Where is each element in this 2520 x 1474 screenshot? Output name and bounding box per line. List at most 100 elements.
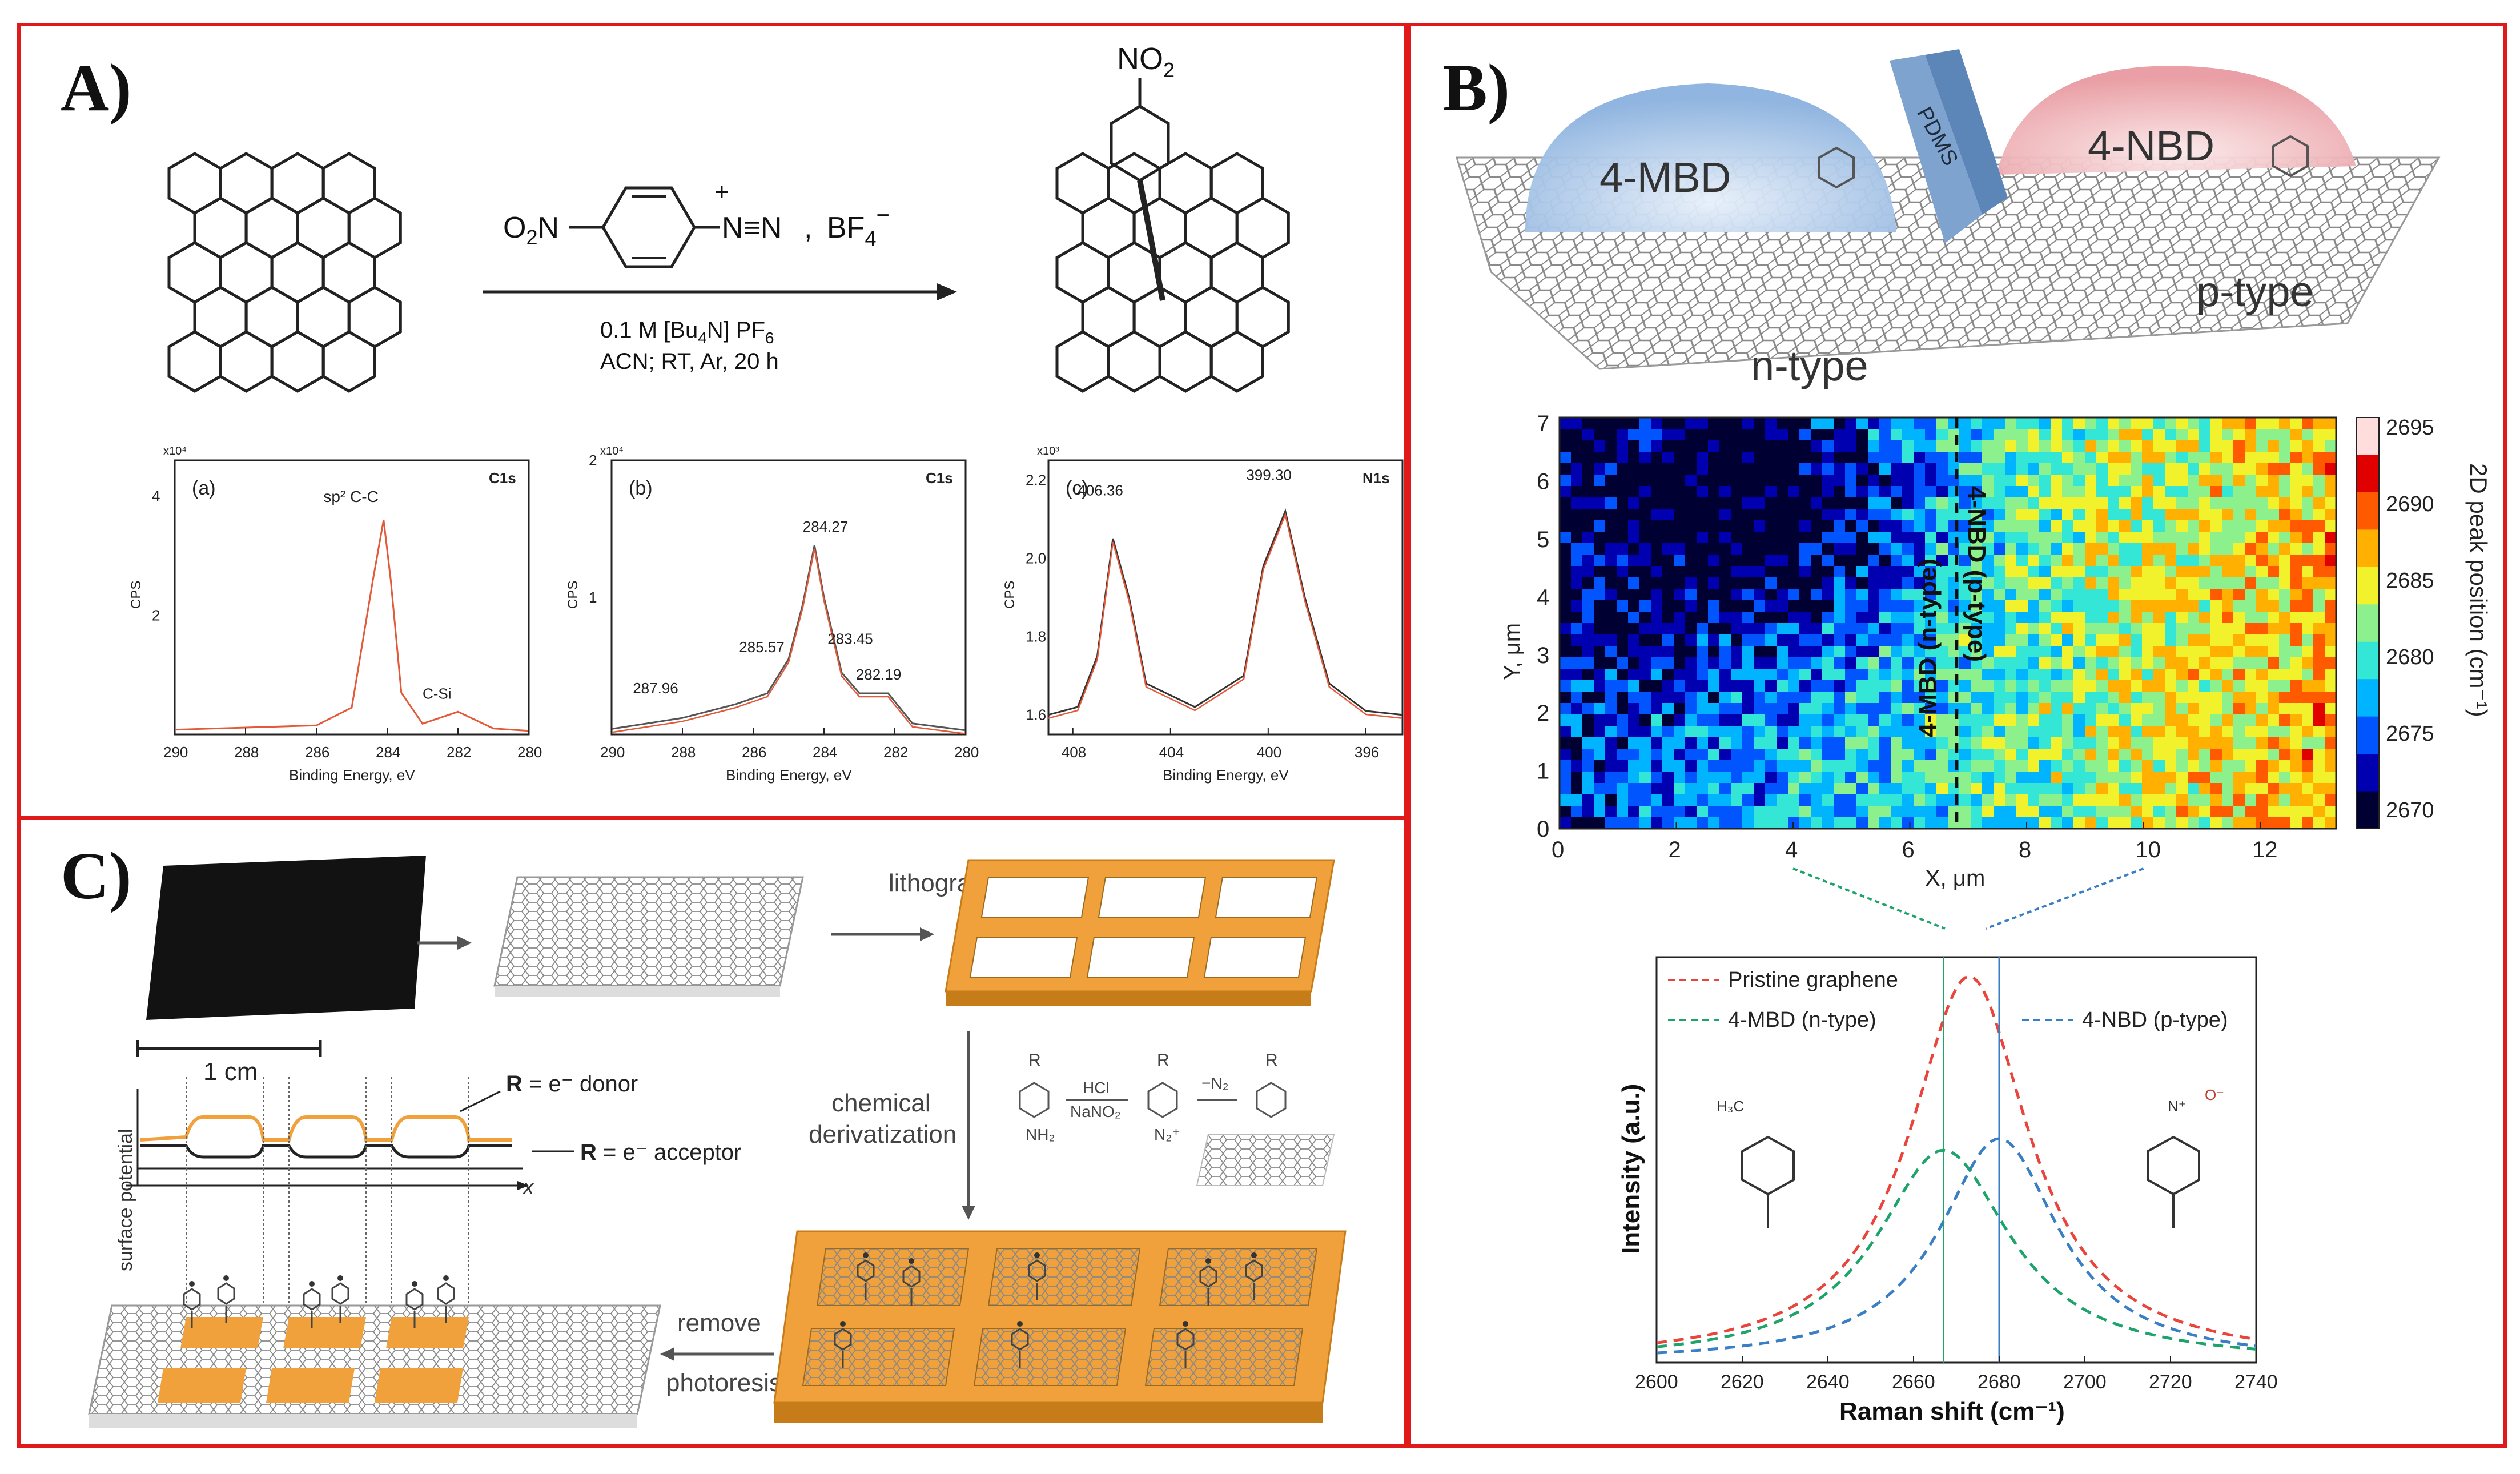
panel-c: C) 1 cm lithography [17, 817, 1408, 1448]
remove-label: remove [677, 1309, 761, 1337]
colorbar-segment [2356, 417, 2379, 456]
map-y-tick: 6 [1537, 469, 1549, 495]
colorbar-segment [2356, 641, 2379, 680]
reaction-nh2: NH₂ [1026, 1126, 1055, 1143]
colorbar-segment [2356, 791, 2379, 829]
aryl-group [1028, 1259, 1046, 1282]
y-tick-label: 2.0 [1026, 549, 1046, 567]
plot-frame [174, 459, 530, 736]
scale-bar-label: 1 cm [203, 1058, 258, 1086]
peak-label: 406.36 [1078, 482, 1123, 499]
scale-factor: x10⁴ [600, 445, 624, 457]
map-x-tick: 2 [1669, 837, 1681, 862]
x-tick-label: 280 [517, 744, 542, 761]
potential-axis-label: surface potential [115, 1129, 136, 1272]
aryl-group [1199, 1265, 1217, 1288]
nitro-label: N⁺ [2168, 1098, 2187, 1115]
y-tick-label: 2.2 [1026, 471, 1046, 488]
bare-graphene [493, 876, 804, 987]
benzene-ring [601, 186, 696, 268]
colorbar-segment [2356, 679, 2379, 717]
raman-frame [1655, 956, 2257, 1364]
raman-y-label: Intensity (a.u.) [1617, 1084, 1645, 1254]
interface-left-label: 4-MBD (n-type) [1914, 559, 1942, 737]
peak-label: 399.30 [1246, 466, 1292, 483]
nbd-droplet [1996, 66, 2356, 175]
legend-label: Pristine graphene [1728, 968, 1898, 992]
map-x-label: X, μm [1925, 866, 1985, 891]
diazotization-scheme [1019, 1082, 1287, 1118]
map-y-tick: 7 [1537, 411, 1549, 436]
raman-x-tick: 2700 [2063, 1371, 2107, 1393]
photoresist-label: photoresist [666, 1369, 789, 1397]
pointer-nbd [1985, 867, 2144, 930]
legend-label: 4-MBD (n-type) [1728, 1008, 1876, 1032]
colorbar-segment [2356, 455, 2379, 493]
hexagon-ring [321, 330, 376, 393]
map-x-tick: 10 [2136, 837, 2161, 862]
diazo-group: N≡N [722, 211, 782, 244]
map-x-tick: 0 [1552, 837, 1564, 862]
x-tick-label: 408 [1062, 744, 1086, 761]
donor-curve [140, 1115, 512, 1142]
reaction-loss: −N₂ [1201, 1074, 1228, 1092]
donor-label: R = e⁻ donor [506, 1071, 638, 1097]
colorbar-tick: 2690 [2386, 492, 2434, 516]
aryl-group [303, 1288, 321, 1311]
device-schematic: PDMS 4-MBD 4-NBD n-type p-type [1455, 49, 2441, 389]
diazo-charge: + [714, 178, 729, 206]
aryl-group [834, 1328, 852, 1351]
region-label: C1s [926, 469, 953, 487]
aryl-group [1011, 1328, 1029, 1351]
panel-a: A) O2N + N≡N , BF4− 0.1 M [Bu4N] PF6 ACN… [17, 23, 1408, 820]
aryl-group [331, 1282, 349, 1305]
product-no2: NO2 [1117, 42, 1175, 82]
x-tick-label: 288 [234, 744, 259, 761]
map-y-tick: 1 [1537, 759, 1549, 784]
chemical-label: chemical [831, 1089, 931, 1117]
y-tick-label: 2 [152, 607, 160, 624]
fit-line [1048, 512, 1403, 719]
reagent-o2n: O2N [503, 211, 559, 249]
y-tick-label: 4 [152, 488, 160, 505]
panel-c-letter: C) [61, 838, 132, 913]
peak-label: 285.57 [739, 638, 785, 656]
peak-label: 283.45 [827, 630, 873, 648]
hexagon-ring [1107, 330, 1161, 393]
hexagon-ring [167, 330, 222, 393]
map-y-label: Y, μm [1500, 623, 1525, 680]
colorbar-segment [2356, 754, 2379, 792]
map-y-tick: 0 [1537, 817, 1549, 842]
x-tick-label: 400 [1257, 744, 1281, 761]
raman-x-tick: 2640 [1806, 1371, 1850, 1393]
hexagon-ring [1209, 330, 1264, 393]
pdms-barrier [1890, 55, 1982, 243]
colorbar-tick: 2695 [2386, 416, 2434, 440]
raman-x-tick: 2600 [1635, 1371, 1678, 1393]
plot-frame [1047, 459, 1404, 736]
aryl-group [405, 1288, 424, 1311]
colorbar-tick: 2670 [2386, 798, 2434, 822]
nitro-o-label: O⁻ [2205, 1086, 2224, 1103]
spectrum-panel-label: (b) [629, 477, 653, 499]
x-axis-label: Binding Energy, eV [289, 766, 415, 784]
x-axis-label: Binding Energy, eV [726, 766, 852, 784]
nitro-molecule [2147, 1135, 2200, 1196]
methoxy-molecule [1741, 1135, 1795, 1196]
y-tick-label: 1 [589, 589, 597, 606]
mbd-label: 4-MBD [1599, 154, 1731, 201]
diazonium-reagent: O2N + N≡N , BF4− [503, 178, 890, 268]
colorbar-segment [2356, 492, 2379, 531]
nbd-molecule-icon [2272, 135, 2309, 178]
x-axis-label: x [522, 1175, 535, 1199]
peak-label: 282.19 [856, 666, 902, 683]
region-label: N1s [1363, 469, 1390, 487]
product-graphene [1055, 152, 1290, 393]
product-bond [1137, 180, 1165, 301]
reaction-n2: N₂⁺ [1154, 1126, 1180, 1143]
x-tick-label: 290 [600, 744, 625, 761]
legend-label: 4-NBD (p-type) [2082, 1008, 2228, 1032]
map-y-tick: 3 [1537, 643, 1549, 668]
reaction-r1: R [1028, 1051, 1041, 1070]
pointer-mbd [1792, 867, 1946, 930]
